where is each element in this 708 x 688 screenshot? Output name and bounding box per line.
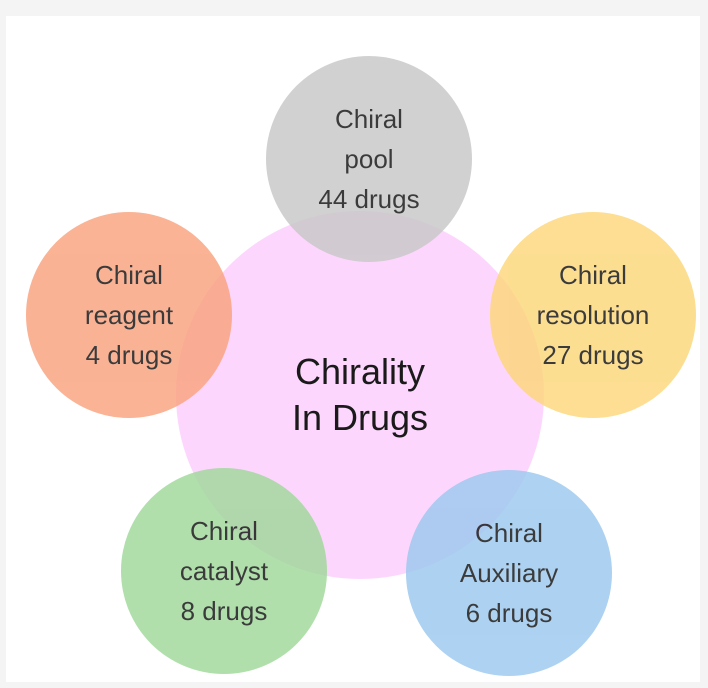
satellite-label-line-2: catalyst [179,556,269,586]
satellite-label-line-1: Chiral [559,260,627,290]
satellite-label-line-1: Chiral [475,518,543,548]
satellite-chiral-auxiliary: Chiral Auxiliary 6 drugs [406,470,612,676]
satellite-label-line-1: Chiral [95,260,163,290]
satellite-chiral-catalyst: Chiral catalyst 8 drugs [121,468,327,674]
satellite-chiral-resolution: Chiral resolution 27 drugs [490,212,696,418]
satellite-chiral-pool: Chiral pool 44 drugs [266,56,472,262]
satellite-label-line-2: Auxiliary [459,558,559,588]
satellite-label-line-1: Chiral [335,104,403,134]
satellite-drug-count: 6 drugs [465,598,553,628]
satellite-label-line-2: pool [344,144,394,174]
satellite-drug-count: 4 drugs [85,340,173,370]
satellite-label-line-1: Chiral [190,516,258,546]
satellite-label-line-2: resolution [536,300,650,330]
satellite-drug-count: 8 drugs [180,596,268,626]
satellite-chiral-reagent: Chiral reagent 4 drugs [26,212,232,418]
center-title-line-1: Chirality [294,351,426,392]
center-title-line-2: In Drugs [291,397,429,438]
satellite-label-line-2: reagent [84,300,174,330]
satellite-drug-count: 44 drugs [318,184,420,214]
diagram-panel: Chirality In Drugs Chiral pool 44 drugs … [6,16,700,682]
satellite-drug-count: 27 drugs [542,340,644,370]
